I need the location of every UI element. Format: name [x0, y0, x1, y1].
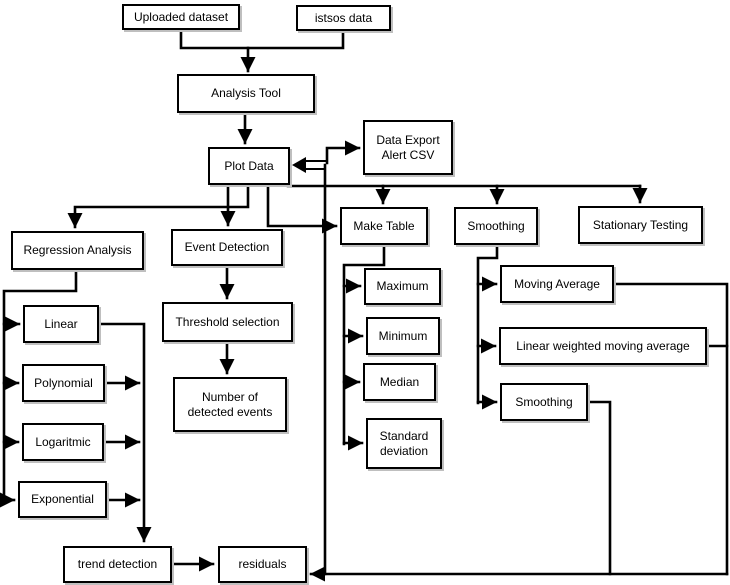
node-moving-average: Moving Average: [500, 265, 614, 303]
node-number-detected-events-label: Number of detected events: [187, 389, 273, 419]
edge-plot-to-make-table-left: [266, 183, 338, 234]
node-event-detection: Event Detection: [171, 229, 283, 266]
node-maximum-label: Maximum: [376, 279, 429, 293]
node-threshold-selection: Threshold selection: [162, 302, 293, 342]
node-standard-deviation-label: Standard deviation: [379, 428, 429, 458]
node-uploaded-dataset-label: Uploaded dataset: [133, 9, 229, 24]
node-make-table-label: Make Table: [353, 218, 415, 233]
node-minimum: Minimum: [366, 317, 440, 355]
edge-moving-average-out: [612, 282, 729, 576]
node-istsos-data: istsos data: [296, 5, 391, 31]
node-trend-detection-label: trend detection: [77, 557, 158, 571]
edge-smoothing-rail: [476, 243, 499, 405]
edge-smoothing-method-out: [586, 400, 612, 576]
node-event-detection-label: Event Detection: [184, 240, 270, 254]
node-plot-data-label: Plot Data: [224, 158, 274, 173]
node-threshold-selection-label: Threshold selection: [175, 314, 280, 329]
node-logaritmic-label: Logaritmic: [35, 434, 91, 449]
node-regression-analysis: Regression Analysis: [11, 231, 144, 270]
edge-plot-to-regression: [67, 183, 250, 229]
node-linear-weighted-moving-average: Linear weighted moving average: [499, 327, 707, 365]
edge-regression-rail: [2, 268, 78, 502]
node-residuals-label: residuals: [238, 557, 287, 571]
node-analysis-tool: Analysis Tool: [177, 74, 315, 113]
node-moving-average-label: Moving Average: [514, 276, 600, 291]
node-linear-label: Linear: [44, 316, 78, 331]
node-stationary-testing: Stationary Testing: [578, 206, 703, 244]
node-maximum: Maximum: [364, 268, 441, 305]
node-istsos-data-label: istsos data: [314, 10, 373, 25]
node-smoothing-method-label: Smoothing: [515, 394, 573, 409]
node-analysis-tool-label: Analysis Tool: [211, 86, 281, 100]
node-lwma-label: Linear weighted moving average: [516, 338, 690, 353]
node-linear: Linear: [23, 305, 99, 343]
node-plot-data: Plot Data: [208, 147, 290, 185]
node-standard-deviation: Standard deviation: [366, 418, 442, 469]
node-residuals: residuals: [218, 546, 307, 583]
node-make-table: Make Table: [340, 207, 428, 245]
node-smoothing-branch-label: Smoothing: [467, 218, 525, 233]
edge-feedback-to-data-export: [325, 140, 361, 165]
node-data-export: Data Export Alert CSV: [363, 120, 453, 175]
node-median-label: Median: [379, 374, 420, 389]
edge-top-merge: [179, 27, 345, 50]
node-trend-detection: trend detection: [63, 546, 172, 583]
node-polynomial-label: Polynomial: [34, 375, 93, 390]
edge-feedback-arrowhead-into-plot: [292, 157, 306, 173]
node-uploaded-dataset: Uploaded dataset: [122, 4, 240, 30]
node-stationary-testing-label: Stationary Testing: [592, 217, 689, 232]
edge-make-table-rail: [342, 243, 386, 446]
node-minimum-label: Minimum: [378, 328, 428, 343]
edge-linear-to-trend-rail: [97, 322, 152, 543]
node-data-export-label: Data Export Alert CSV: [376, 132, 440, 162]
node-median: Median: [363, 363, 436, 401]
node-regression-analysis-label: Regression Analysis: [23, 243, 132, 257]
node-polynomial: Polynomial: [22, 364, 105, 402]
node-exponential-label: Exponential: [31, 492, 94, 506]
node-smoothing-method: Smoothing: [500, 383, 588, 421]
node-exponential: Exponential: [18, 481, 107, 518]
node-number-detected-events: Number of detected events: [173, 377, 287, 432]
node-logaritmic: Logaritmic: [22, 423, 104, 461]
node-smoothing-branch: Smoothing: [454, 207, 538, 245]
